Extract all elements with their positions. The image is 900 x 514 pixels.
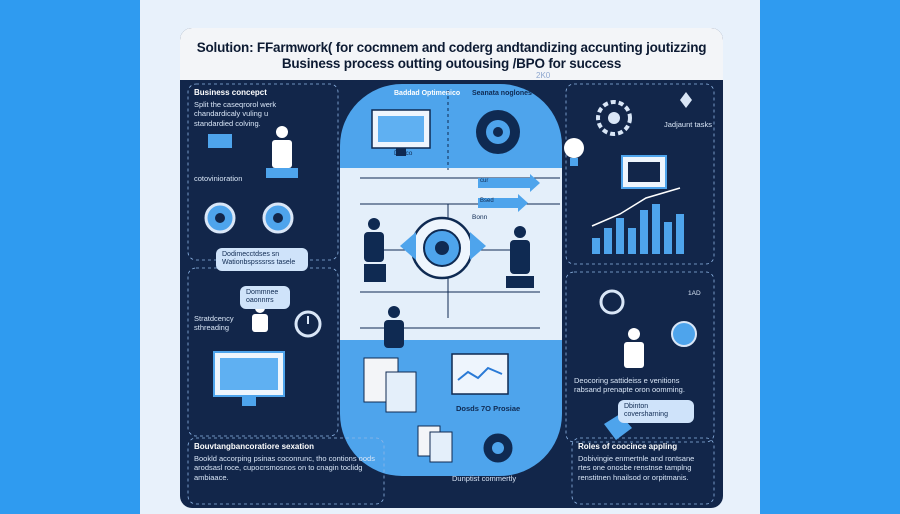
diamond-icon	[680, 92, 692, 108]
diagram-graphics	[187, 83, 715, 505]
small-screen-icon	[208, 134, 232, 148]
presenter-desk	[266, 168, 298, 178]
coin-icon	[671, 321, 697, 347]
top-gear-center-icon	[493, 127, 503, 137]
small-top-label: Dosco	[394, 150, 413, 157]
left-blue-panel	[0, 0, 140, 514]
bottom-left-title: Bouvtangbancoratiore sexation	[194, 442, 315, 451]
component-pill: Dommnee oaonnrrs	[240, 286, 290, 309]
manager-head-icon	[628, 328, 640, 340]
document-sheet-back	[385, 371, 417, 413]
person-bottom-head-icon	[388, 306, 400, 318]
central-target-core-icon	[435, 241, 449, 255]
center-people	[364, 218, 534, 348]
section-bottom-right	[571, 437, 715, 505]
gear-right-hub-icon	[273, 213, 283, 223]
efficiency-label: Stratdcency sthreading	[194, 314, 234, 333]
bottom-right-title: Roles of coocince appling	[578, 442, 678, 451]
left-monitor-screen	[220, 358, 278, 390]
bar-8	[676, 214, 684, 254]
worker-body-icon	[252, 314, 268, 332]
clock-icon	[294, 310, 322, 338]
bar-chart	[592, 204, 684, 254]
gear-mid-right-icon	[599, 289, 625, 315]
bottom-center-label: Dosds 7O Prosiae	[456, 404, 521, 413]
person-right-head-icon	[514, 226, 526, 238]
right-blue-panel	[760, 0, 900, 514]
section-bottom-left	[187, 437, 385, 505]
person-right-body-icon	[510, 240, 530, 274]
presenter-head-icon	[276, 126, 288, 138]
bar-6	[652, 204, 660, 254]
flow-arrow-2-head	[518, 194, 528, 212]
gear-left-hub-icon	[215, 213, 225, 223]
chart-line-icon	[457, 366, 503, 381]
top-center-right-label: Seanata noglones	[472, 90, 532, 97]
presenter-body-icon	[272, 140, 292, 168]
person-left-body-icon	[364, 232, 384, 262]
podium-left	[364, 264, 386, 282]
person-bottom-body-icon	[384, 320, 404, 348]
flow-arrow-1-head	[530, 174, 540, 192]
top-monitor-screen	[378, 116, 424, 142]
desk-right	[506, 276, 534, 288]
manager-body-icon	[624, 342, 644, 368]
bottom-target-core-icon	[492, 442, 504, 454]
describe-right-text: Deocoring sattideiss e venitions rabsand…	[574, 376, 685, 395]
right-pill: Dbinton coversharning	[618, 400, 694, 423]
chart-monitor	[451, 353, 509, 395]
bar-4	[628, 228, 636, 254]
bar-1	[592, 238, 600, 254]
bottom-left-desc: Bookld accorping psinas coconrunc, tho c…	[194, 454, 375, 482]
header-badge: 2K0	[536, 71, 551, 80]
infographic-card: Solution: FFarmwork( for cocmnem and cod…	[180, 28, 723, 508]
left-monitor-stand	[242, 396, 256, 406]
central-connectors	[360, 177, 560, 329]
trend-line-icon	[591, 187, 681, 227]
process-pill: Dodimecctdses sn Wationbspsssrss tasele	[216, 248, 308, 271]
small-mid-label: Bonn	[472, 214, 488, 221]
flow-arrow-1	[478, 178, 530, 188]
section-mid-right	[565, 271, 715, 443]
top-monitor-stand	[396, 148, 406, 156]
section-top-right	[565, 83, 715, 265]
bar-2	[604, 228, 612, 254]
lightbulb-base-icon	[570, 158, 578, 166]
small-right-label: 1AD	[688, 290, 701, 297]
bottom-right-desc: Dobivingie enmertnle and rontsane rtes o…	[578, 454, 695, 482]
business-concept-desc: Split the caseqrorol werk chandardicaly …	[194, 100, 277, 128]
bar-3	[616, 218, 624, 254]
left-hex-icon	[400, 232, 416, 260]
bar-5	[640, 210, 648, 254]
top-center-left-label: Baddad Optimenico	[394, 90, 461, 97]
jadjaunt-label: Jadjaunt tasks	[664, 120, 712, 129]
business-concept-title: Business concepct	[194, 88, 267, 97]
person-left-head-icon	[368, 218, 380, 230]
coordination-label: cotovinioration	[194, 174, 243, 183]
flow-arrow-2	[478, 198, 518, 208]
page-title: Solution: FFarmwork( for cocmnem and cod…	[196, 40, 707, 55]
gear-top-right-icon	[596, 100, 632, 136]
bottom-doc-label: Dunptist commertly	[452, 474, 517, 483]
lightbulb-icon	[564, 138, 584, 158]
doc-stack-2	[429, 431, 453, 463]
small-pill-1: cur	[480, 178, 489, 184]
gear-top-right-hub-icon	[608, 112, 620, 124]
bar-7	[664, 222, 672, 254]
header-banner: Solution: FFarmwork( for cocmnem and cod…	[180, 28, 723, 80]
page-subtitle: Business process outting outousing /BPO …	[281, 56, 622, 71]
right-hex-icon	[470, 232, 486, 260]
right-monitor-screen	[628, 162, 660, 182]
small-pill-2: Bsed	[480, 198, 494, 204]
